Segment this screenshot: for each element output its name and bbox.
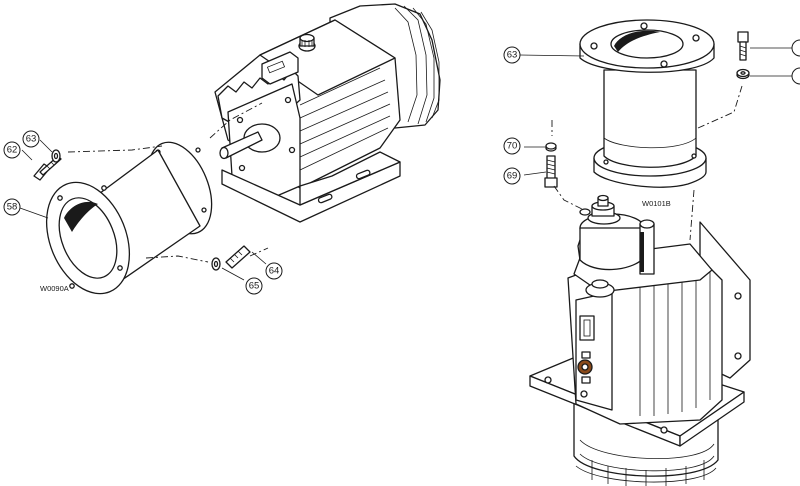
callout-label-65: 65: [249, 281, 260, 292]
washer-top-right: [736, 68, 750, 80]
callout-70: 70: [503, 137, 521, 155]
callout-63-right: 63: [503, 46, 521, 64]
spacer-tube-63: [579, 19, 715, 188]
callout-label-69: 69: [507, 171, 518, 182]
vertical-motor-assembly: [529, 194, 751, 486]
callout-label-64: 64: [269, 266, 280, 277]
callout-64: 64: [265, 262, 283, 280]
adapter-flange-58: [45, 141, 213, 295]
callout-label-70: 70: [507, 141, 518, 152]
figure-code-right: W0101B: [642, 199, 671, 208]
callout-65: 65: [245, 277, 263, 295]
callout-63-left: 63: [22, 130, 40, 148]
callout-62: 62: [3, 141, 21, 159]
callout-partial-top-right: [791, 39, 800, 57]
callout-69: 69: [503, 167, 521, 185]
callout-label-63-left: 63: [26, 134, 37, 145]
screw-top-right: [737, 31, 749, 61]
callout-label-63-right: 63: [507, 50, 518, 61]
motor-assembly: [214, 3, 441, 223]
washer-70: [545, 142, 557, 152]
screw-69: [544, 155, 558, 188]
callout-label-62: 62: [7, 145, 18, 156]
washer-65: [211, 257, 221, 271]
washer-63-left: [51, 149, 61, 163]
callout-label-58: 58: [7, 202, 18, 213]
callout-partial-mid-right: [791, 67, 800, 85]
callout-58: 58: [3, 198, 21, 216]
screw-64: [225, 245, 251, 269]
figure-code-left: W0090A: [40, 284, 69, 293]
